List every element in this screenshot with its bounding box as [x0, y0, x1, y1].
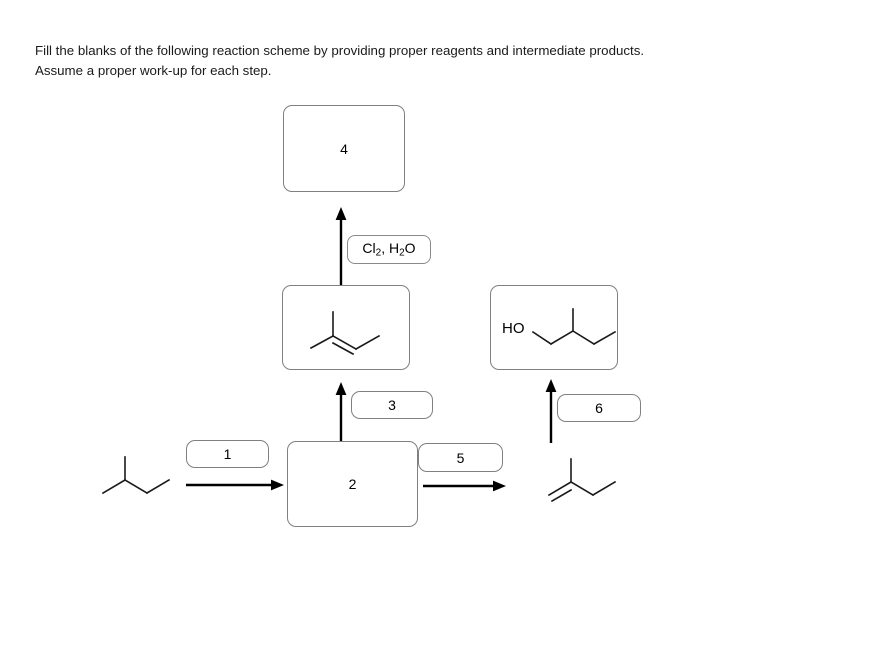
answer-box-3[interactable]: 3 [351, 391, 433, 419]
answer-box-1-label: 1 [223, 446, 232, 462]
answer-box-1[interactable]: 1 [186, 440, 269, 468]
structure-2-methyl-2-butene [283, 286, 411, 371]
answer-box-5-label: 5 [456, 449, 465, 466]
answer-box-6-label: 6 [595, 400, 603, 416]
arrow-alkene-to-box4 [334, 207, 354, 285]
answer-box-6[interactable]: 6 [557, 394, 641, 422]
structure-2-methyl-1-butanol: HO [491, 286, 619, 371]
reagent-label-cl2-h2o: Cl2, H2O [347, 235, 431, 264]
question-prompt: Fill the blanks of the following reactio… [35, 41, 825, 81]
reagent-text: Cl2, H2O [362, 240, 416, 259]
atom-label-ho: HO [502, 320, 525, 337]
structure-2-methylbutane [88, 450, 198, 512]
prompt-line-1: Fill the blanks of the following reactio… [35, 43, 645, 58]
prompt-line-2: Assume a proper work-up for each step. [35, 63, 272, 78]
arrow-start-to-box2 [186, 479, 284, 495]
answer-box-3-label: 3 [388, 397, 396, 413]
arrow-box2-to-alkene [334, 382, 354, 444]
structure-2-methyl-1-butene [525, 452, 635, 514]
structure-box-2-methyl-2-butene [282, 285, 410, 370]
answer-box-4-label: 4 [340, 140, 348, 157]
answer-box-2[interactable]: 2 [287, 441, 418, 527]
arrow-alkene-to-alcohol [544, 379, 564, 443]
answer-box-4[interactable]: 4 [283, 105, 405, 192]
answer-box-5[interactable]: 5 [418, 443, 503, 472]
answer-box-2-label: 2 [348, 476, 357, 492]
structure-box-2-methyl-1-butanol: HO [490, 285, 618, 370]
arrow-box2-to-alkene-right [423, 480, 506, 496]
